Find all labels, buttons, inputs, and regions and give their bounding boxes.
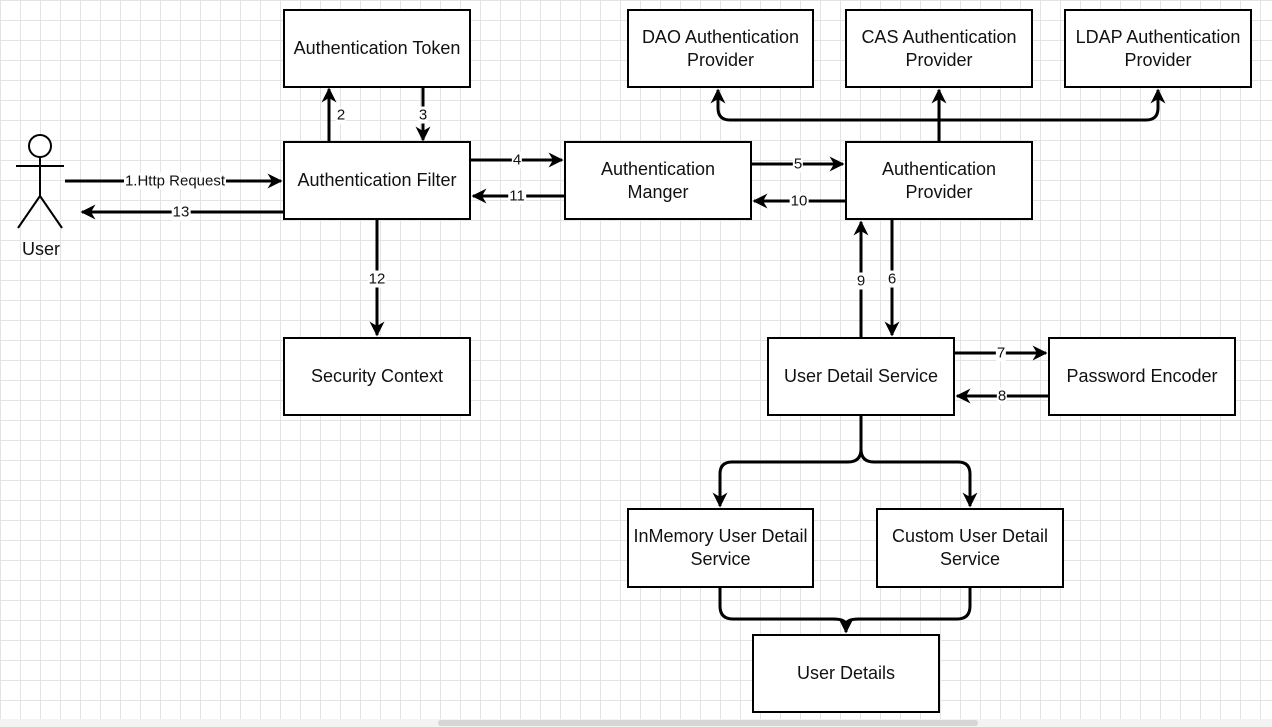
edge-7-label: 7	[995, 344, 1007, 362]
edge-1-label: 1.Http Request	[123, 172, 227, 190]
authentication-provider-box: Authentication Provider	[845, 141, 1033, 220]
custom-uds-label: Custom User Detail Service	[891, 526, 1049, 569]
edge-9-label: 9	[855, 272, 867, 290]
authentication-manager-box: Authentication Manger	[564, 141, 752, 220]
edge-4-label: 4	[511, 151, 523, 169]
user-details-box: User Details	[752, 634, 940, 713]
edge-12-label: 12	[367, 270, 387, 288]
edge-custom-userdetails	[844, 587, 972, 626]
edge-uds-inmemory	[712, 415, 863, 508]
edge-13-label: 13	[171, 203, 191, 221]
edge-8-label: 8	[996, 387, 1008, 405]
edge-10-label: 10	[789, 192, 809, 210]
authentication-manager-label: Authentication Manger	[600, 158, 716, 202]
edge-uds-custom	[859, 448, 978, 508]
password-encoder-label: Password Encoder	[1066, 366, 1218, 386]
edge-3-label: 3	[417, 106, 429, 124]
user-detail-service-label: User Detail Service	[783, 366, 939, 386]
security-context-label: Security Context	[310, 366, 444, 386]
custom-user-detail-service-box: Custom User Detail Service	[876, 508, 1064, 588]
inmemory-user-detail-service-box: InMemory User Detail Service	[627, 508, 814, 588]
ldap-provider-label: LDAP Authentication Provider	[1075, 26, 1241, 70]
dao-provider-label: DAO Authentication Provider	[641, 26, 800, 70]
cas-authentication-provider-box: CAS Authentication Provider	[845, 9, 1033, 88]
edge-inmemory-userdetails	[718, 587, 854, 634]
edge-provider-dao	[710, 88, 941, 142]
user-detail-service-box: User Detail Service	[767, 337, 955, 416]
edge-11-label: 11	[508, 187, 526, 205]
user-actor-icon	[16, 134, 64, 229]
password-encoder-box: Password Encoder	[1048, 337, 1236, 416]
authentication-filter-box: Authentication Filter	[283, 141, 471, 220]
edge-2-label: 2	[335, 106, 347, 124]
edge-6-label: 6	[886, 270, 898, 288]
horizontal-scrollbar-thumb[interactable]	[438, 720, 978, 726]
authentication-token-box: Authentication Token	[283, 9, 471, 88]
ldap-authentication-provider-box: LDAP Authentication Provider	[1064, 9, 1252, 88]
user-details-label: User Details	[796, 663, 896, 683]
authentication-token-label: Authentication Token	[293, 38, 461, 58]
authentication-provider-label: Authentication Provider	[881, 158, 997, 202]
edge-5-label: 5	[792, 155, 804, 173]
dao-authentication-provider-box: DAO Authentication Provider	[627, 9, 814, 88]
security-context-box: Security Context	[283, 337, 471, 416]
edge-provider-ldap	[939, 88, 1166, 122]
authentication-filter-label: Authentication Filter	[297, 170, 457, 190]
inmemory-uds-label: InMemory User Detail Service	[633, 526, 808, 569]
user-actor-label: User	[21, 239, 61, 259]
cas-provider-label: CAS Authentication Provider	[861, 26, 1017, 70]
